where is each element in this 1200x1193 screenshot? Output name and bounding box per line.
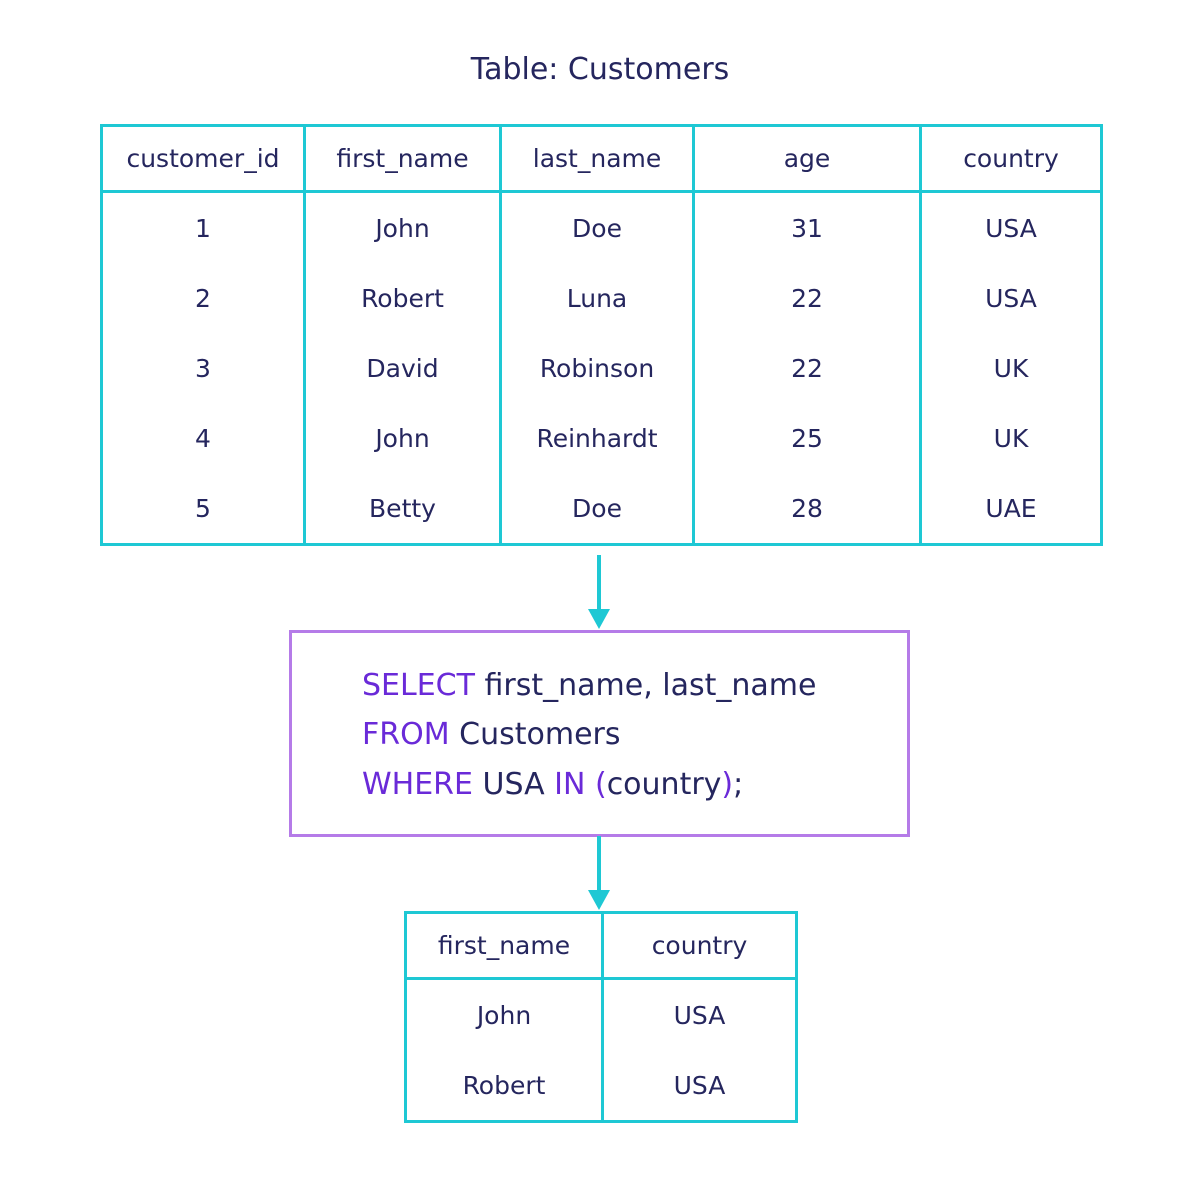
table-cell: 3 — [100, 333, 306, 403]
arrow-down-icon — [588, 555, 610, 629]
sql-keyword: FROM — [362, 717, 450, 752]
table-cell: 25 — [692, 403, 922, 473]
table-cell: Doe — [499, 191, 695, 263]
table-row: 3 David Robinson 22 UK — [100, 333, 1103, 403]
table-cell: 1 — [100, 191, 306, 263]
sql-keyword: WHERE — [362, 767, 473, 802]
table-cell: UK — [919, 403, 1103, 473]
table-cell: USA — [919, 191, 1103, 263]
sql-keyword: SELECT — [362, 668, 475, 703]
result-table: first_name country John USA Robert USA — [404, 911, 798, 1123]
sql-text: USA — [472, 767, 555, 802]
sql-query-box: SELECT first_name, last_name FROM Custom… — [289, 630, 910, 837]
sql-text: ; — [733, 767, 744, 802]
customers-table: customer_id first_name last_name age cou… — [100, 124, 1103, 546]
table-cell: John — [404, 978, 604, 1050]
table-cell: 22 — [692, 263, 922, 333]
sql-text: Customers — [449, 717, 621, 752]
table-cell: Betty — [303, 473, 502, 545]
table-title: Table: Customers — [470, 52, 730, 87]
table-cell: UK — [919, 333, 1103, 403]
table-cell: Doe — [499, 473, 695, 545]
table-row: Robert USA — [404, 1050, 798, 1122]
sql-paren: ( — [585, 767, 607, 802]
table-row: 5 Betty Doe 28 UAE — [100, 473, 1103, 545]
table-row: John USA — [404, 978, 798, 1050]
table-cell: USA — [601, 978, 798, 1050]
column-header-country: country — [601, 912, 798, 980]
query-line-where: WHERE USA IN (country); — [362, 765, 743, 805]
table-row: 2 Robert Luna 22 USA — [100, 263, 1103, 333]
table-cell: 31 — [692, 191, 922, 263]
table-cell: Reinhardt — [499, 403, 695, 473]
table-cell: 22 — [692, 333, 922, 403]
column-header-customer-id: customer_id — [100, 125, 306, 193]
table-cell: 28 — [692, 473, 922, 545]
query-line-from: FROM Customers — [362, 715, 621, 755]
column-header-last-name: last_name — [499, 125, 695, 193]
table-cell: Luna — [499, 263, 695, 333]
column-header-country: country — [919, 125, 1103, 193]
arrow-down-icon — [588, 836, 610, 910]
table-cell: John — [303, 403, 502, 473]
result-header-row: first_name country — [404, 912, 798, 980]
table-cell: USA — [601, 1050, 798, 1122]
table-cell: Robert — [404, 1050, 604, 1122]
sql-text: country — [606, 767, 722, 802]
table-cell: John — [303, 191, 502, 263]
table-cell: 5 — [100, 473, 306, 545]
column-header-age: age — [692, 125, 922, 193]
table-cell: Robert — [303, 263, 502, 333]
table-cell: David — [303, 333, 502, 403]
table-row: 1 John Doe 31 USA — [100, 191, 1103, 263]
table-cell: USA — [919, 263, 1103, 333]
table-row: 4 John Reinhardt 25 UK — [100, 403, 1103, 473]
table-cell: 2 — [100, 263, 306, 333]
table-cell: UAE — [919, 473, 1103, 545]
sql-keyword: IN — [554, 767, 586, 802]
sql-text: first_name, last_name — [474, 668, 817, 703]
sql-paren: ) — [721, 767, 734, 802]
customers-header-row: customer_id first_name last_name age cou… — [100, 125, 1103, 193]
column-header-first-name: first_name — [404, 912, 604, 980]
query-line-select: SELECT first_name, last_name — [362, 666, 816, 706]
table-cell: 4 — [100, 403, 306, 473]
table-cell: Robinson — [499, 333, 695, 403]
column-header-first-name: first_name — [303, 125, 502, 193]
